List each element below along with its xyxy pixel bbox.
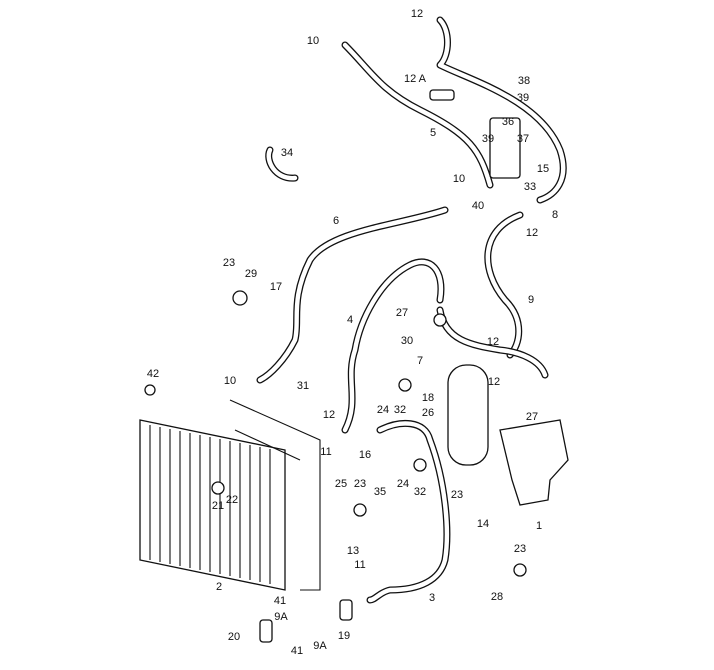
- callout-label: 2: [216, 581, 222, 593]
- callout-label: 10: [453, 173, 465, 185]
- callout-label: 26: [422, 407, 434, 419]
- callout-label: 6: [333, 215, 339, 227]
- callout-label: 27: [396, 307, 408, 319]
- callout-label: 12: [323, 409, 335, 421]
- callout-label: 32: [394, 404, 406, 416]
- callout-label: 9A: [313, 640, 327, 652]
- components: [139, 89, 569, 643]
- callout-label: 21: [212, 500, 224, 512]
- callout-label: 35: [374, 486, 386, 498]
- callout-label: 23: [354, 478, 366, 490]
- callout-label: 12: [487, 336, 499, 348]
- callout-label: 24: [397, 478, 409, 490]
- pipes: [256, 16, 567, 604]
- callout-label: 9A: [274, 611, 288, 623]
- callout-label: 12: [488, 376, 500, 388]
- callout-label: 12: [411, 8, 423, 20]
- callout-label: 39: [482, 133, 494, 145]
- callout-label: 23: [514, 543, 526, 555]
- callout-label: 18: [422, 392, 434, 404]
- callout-label: 28: [491, 591, 503, 603]
- callout-label: 38: [518, 75, 530, 87]
- callout-label: 30: [401, 335, 413, 347]
- callout-label: 16: [359, 449, 371, 461]
- callout-label: 12: [526, 227, 538, 239]
- callout-label: 23: [223, 257, 235, 269]
- callout-label: 25: [335, 478, 347, 490]
- callout-label: 39: [517, 92, 529, 104]
- callout-label: 17: [270, 281, 282, 293]
- callout-label: 22: [226, 494, 238, 506]
- callout-label: 40: [472, 200, 484, 212]
- callout-label: 10: [307, 35, 319, 47]
- callout-label: 29: [245, 268, 257, 280]
- callout-label: 5: [430, 127, 436, 139]
- callout-label: 34: [281, 147, 293, 159]
- callout-label: 32: [414, 486, 426, 498]
- callout-label: 37: [517, 133, 529, 145]
- callout-label: 20: [228, 631, 240, 643]
- callout-label: 4: [347, 314, 353, 326]
- callout-label: 3: [429, 592, 435, 604]
- callout-label: 13: [347, 545, 359, 557]
- callout-label: 9: [528, 294, 534, 306]
- callout-label: 41: [274, 595, 286, 607]
- callout-label: 36: [502, 116, 514, 128]
- callout-label: 23: [451, 489, 463, 501]
- callout-label: 41: [291, 645, 303, 657]
- callout-label: 31: [297, 380, 309, 392]
- callout-label: 12 A: [404, 73, 427, 85]
- callout-label: 10: [224, 375, 236, 387]
- callout-label: 8: [552, 209, 558, 221]
- callout-label: 42: [147, 368, 159, 380]
- callout-label: 11: [354, 559, 365, 571]
- callout-label: 1: [536, 520, 542, 532]
- callout-label: 14: [477, 518, 489, 530]
- callout-label: 24: [377, 404, 389, 416]
- callout-label: 11: [320, 446, 331, 458]
- callout-label: 33: [524, 181, 536, 193]
- callout-label: 27: [526, 411, 538, 423]
- callout-label: 7: [417, 355, 423, 367]
- callout-label: 15: [537, 163, 549, 175]
- callout-label: 19: [338, 630, 350, 642]
